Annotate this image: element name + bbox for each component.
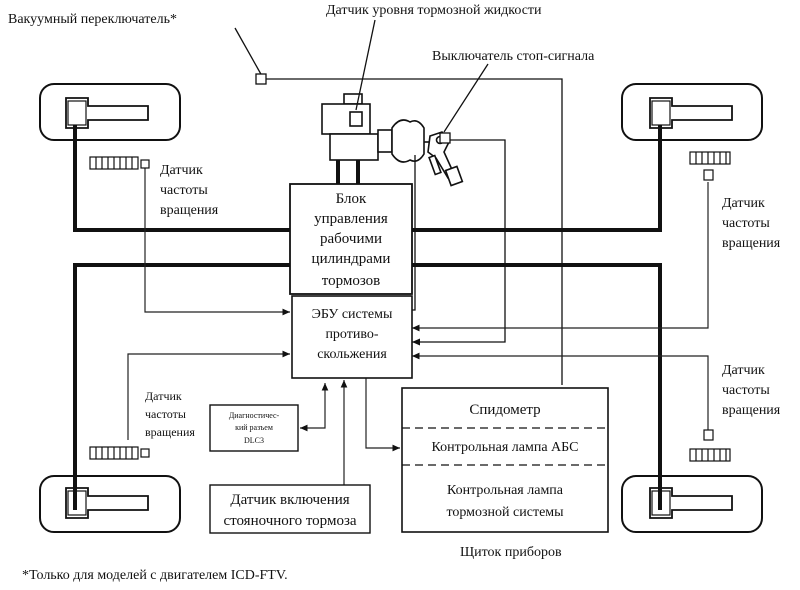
instrument-panel: Спидометр Контрольная лампа АБС Контроль… — [401, 387, 609, 533]
diag-label-2: кий разъем — [235, 423, 273, 432]
speedometer-label: Спидометр — [469, 402, 540, 418]
ecu-label-3: скольжения — [317, 347, 387, 362]
actuator-label-5: тормозов — [322, 273, 381, 289]
diag-label-1: Диагностичес- — [229, 411, 280, 420]
sensor-lines — [127, 166, 709, 485]
wheel-front-right — [621, 83, 763, 141]
svg-text:вращения: вращения — [145, 425, 195, 439]
instrument-panel-label: Щиток приборов — [460, 545, 562, 560]
brake-lines — [73, 125, 662, 510]
wheel-rear-right — [621, 475, 763, 533]
speed-sensor-front-right — [689, 151, 731, 181]
speed-sensor-label-rear-right: Датчик частоты вращения — [722, 363, 781, 418]
signal-lines — [234, 19, 563, 385]
svg-text:частоты: частоты — [722, 216, 770, 231]
svg-text:частоты: частоты — [722, 383, 770, 398]
svg-text:частоты: частоты — [160, 183, 208, 198]
brake-fluid-sensor-label: Датчик уровня тормозной жидкости — [326, 3, 542, 18]
brake-lamp-label-1: Контрольная лампа — [447, 483, 564, 498]
ecu-label-2: противо- — [325, 327, 378, 342]
brake-lamp-label-2: тормозной системы — [446, 505, 564, 520]
actuator-label-4: цилиндрами — [312, 251, 391, 267]
speed-sensor-front-left — [89, 156, 150, 170]
footnote: *Только для моделей с двигателем ICD-FTV… — [22, 568, 288, 583]
parking-brake-label-2: стояночного тормоза — [223, 513, 356, 529]
parking-brake-label-1: Датчик включения — [230, 492, 349, 508]
diag-label-3: DLC3 — [244, 436, 264, 445]
actuator-label-3: рабочими — [320, 231, 382, 247]
vacuum-switch-label: Вакуумный переключатель* — [8, 12, 177, 27]
abs-lamp-label: Контрольная лампа АБС — [432, 440, 579, 455]
parking-brake-sensor: Датчик включения стояночного тормоза — [209, 484, 371, 534]
speed-sensor-label-rear-left: Датчик частоты вращения — [145, 389, 195, 439]
speed-sensor-label-front-right: Датчик частоты вращения — [722, 196, 781, 251]
svg-text:Датчик: Датчик — [145, 389, 182, 403]
speed-sensor-rear-right — [689, 429, 731, 462]
actuator-label-2: управления — [314, 211, 388, 227]
svg-text:частоты: частоты — [145, 407, 186, 421]
master-cylinder — [321, 93, 440, 163]
actuator-block: Блок управления рабочими цилиндрами торм… — [289, 183, 413, 295]
svg-text:Датчик: Датчик — [722, 363, 765, 378]
ecu-block: ЭБУ системы противо- скольжения — [291, 295, 413, 379]
wheel-front-left — [39, 83, 181, 141]
svg-text:Датчик: Датчик — [160, 163, 203, 178]
svg-text:вращения: вращения — [160, 203, 219, 218]
speed-sensor-label-front-left: Датчик частоты вращения — [160, 163, 219, 218]
svg-text:вращения: вращения — [722, 403, 781, 418]
stop-switch-label: Выключатель стоп-сигнала — [432, 49, 595, 64]
speed-sensor-rear-left — [89, 446, 150, 460]
svg-text:вращения: вращения — [722, 236, 781, 251]
actuator-label-1: Блок — [336, 191, 367, 207]
svg-text:Датчик: Датчик — [722, 196, 765, 211]
wheel-rear-left — [39, 475, 181, 533]
diagnostic-connector: Диагностичес- кий разъем DLC3 — [209, 404, 299, 452]
ecu-label-1: ЭБУ системы — [312, 307, 393, 322]
